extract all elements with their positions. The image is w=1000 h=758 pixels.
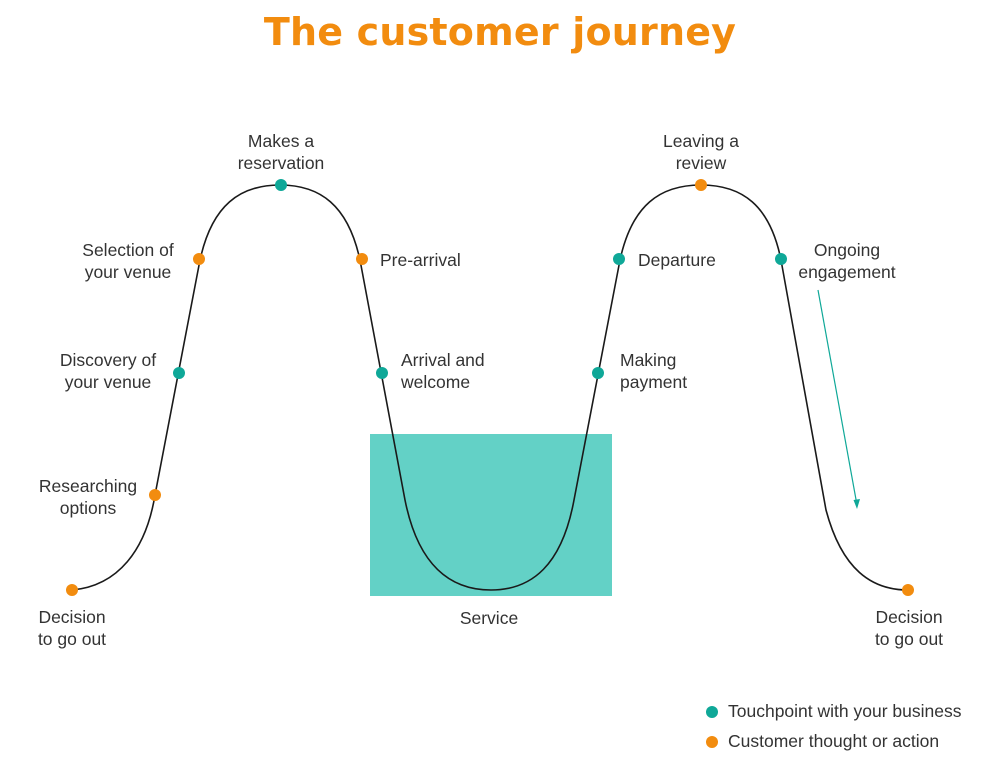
dot-decision-end xyxy=(902,584,914,596)
legend-touchpoint-label: Touchpoint with your business xyxy=(728,701,962,721)
engagement-arrow-line xyxy=(817,289,858,506)
dot-engagement xyxy=(775,253,787,265)
dot-selection xyxy=(193,253,205,265)
service-box xyxy=(370,434,612,596)
dot-researching xyxy=(149,489,161,501)
dot-pre-arrival xyxy=(356,253,368,265)
label-pre-arrival: Pre-arrival xyxy=(380,250,461,270)
legend-touchpoint: Touchpoint with your business xyxy=(706,701,961,722)
customer-dot-icon xyxy=(706,735,718,748)
dot-review xyxy=(695,179,707,191)
page-title: The customer journey xyxy=(263,10,737,54)
dot-discovery xyxy=(173,367,185,379)
dot-reservation xyxy=(275,179,287,191)
engagement-arrow-head xyxy=(853,499,860,509)
dot-departure xyxy=(613,253,625,265)
dot-decision-start xyxy=(66,584,78,596)
label-service: Service xyxy=(459,608,519,628)
dot-payment xyxy=(592,367,604,379)
touchpoint-dot-icon xyxy=(706,705,718,718)
legend-customer: Customer thought or action xyxy=(706,731,939,752)
dot-arrival xyxy=(376,367,388,379)
legend-customer-label: Customer thought or action xyxy=(728,731,940,751)
journey-curve xyxy=(71,184,909,591)
label-departure: Departure xyxy=(638,250,716,270)
